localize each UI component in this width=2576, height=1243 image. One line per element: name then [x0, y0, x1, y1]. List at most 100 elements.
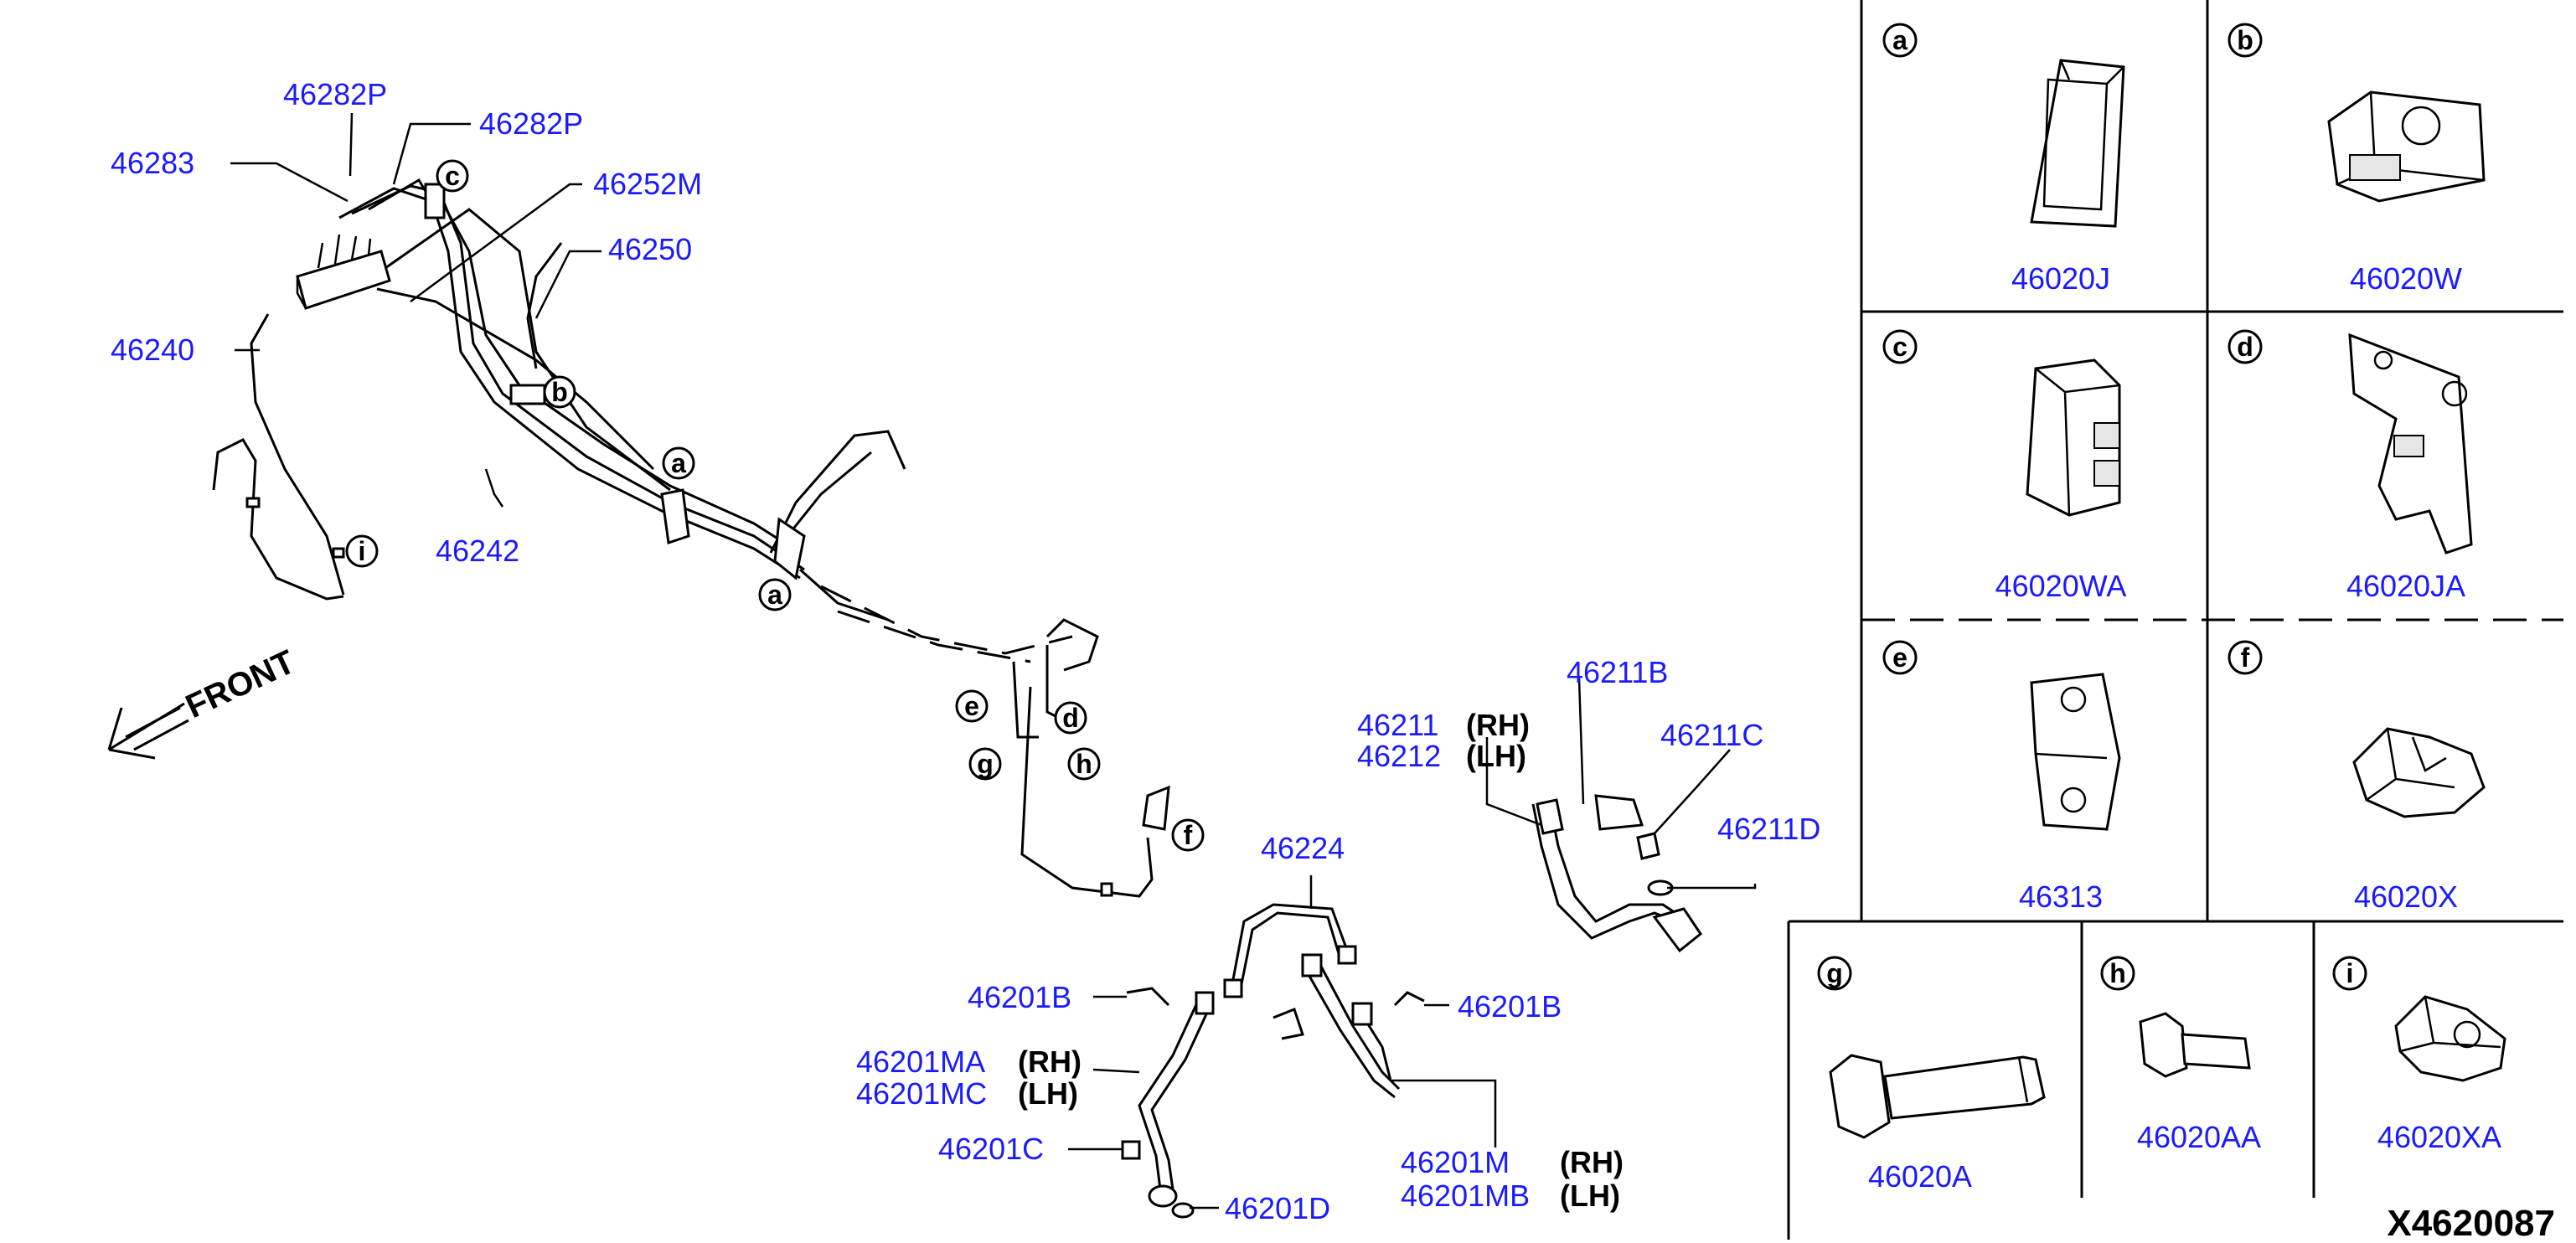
- detail-panel-c: c 46020WA: [1882, 329, 2127, 603]
- svg-text:c: c: [445, 161, 460, 191]
- callout-h-main: h: [1067, 747, 1101, 781]
- detail-panel-h: h 46020AA: [2100, 956, 2261, 1154]
- svg-text:g: g: [977, 749, 994, 779]
- label-46211C: 46211C: [1660, 718, 1763, 752]
- callout-i-main: i: [345, 534, 379, 568]
- callout-c-main: c: [436, 159, 469, 193]
- bolt-46020AA-shape: [2139, 1012, 2251, 1078]
- callout-c-badge: c: [1882, 329, 1918, 364]
- svg-text:e: e: [964, 691, 979, 721]
- label-46211D: 46211D: [1717, 812, 1820, 846]
- svg-text:g: g: [1826, 958, 1843, 988]
- detail-panel-d: d 46020JA: [2228, 329, 2473, 603]
- part-46020XA: 46020XA: [2377, 1120, 2501, 1154]
- label-46212-lh: (LH): [1466, 739, 1526, 773]
- label-46212: 46212: [1357, 739, 1441, 773]
- svg-text:i: i: [359, 536, 366, 566]
- detail-panel-f: f 46020X: [2228, 640, 2486, 914]
- label-46242: 46242: [436, 534, 519, 568]
- detail-panel-i: i 46020XA: [2332, 956, 2506, 1154]
- label-46201B-left: 46201B: [968, 980, 1071, 1014]
- bolt-46020A-shape: [1829, 1054, 2046, 1139]
- svg-text:d: d: [2237, 332, 2253, 362]
- rear-left-pipe: [212, 438, 345, 601]
- svg-text:i: i: [2346, 958, 2354, 988]
- label-46201MB: 46201MB: [1401, 1179, 1530, 1213]
- svg-text:b: b: [2237, 25, 2253, 55]
- front-pipe-group: [1012, 618, 1170, 898]
- detail-grid: [1787, 0, 2563, 1240]
- callout-e-main: e: [955, 689, 989, 723]
- callout-h-badge: h: [2100, 956, 2135, 991]
- bundle-clips: [424, 183, 806, 580]
- detail-panel-e: e 46313: [1882, 640, 2121, 914]
- label-46201M-rh: (RH): [1560, 1145, 1624, 1179]
- svg-text:b: b: [551, 377, 568, 407]
- main-callouts: c b a a i e d g h f: [345, 159, 1205, 852]
- junction-block: [296, 234, 391, 310]
- label-46282P-top: 46282P: [283, 77, 387, 111]
- label-46201MB-lh: (LH): [1560, 1179, 1620, 1213]
- callout-i-badge: i: [2332, 956, 2367, 991]
- label-46201C: 46201C: [938, 1132, 1044, 1166]
- svg-text:e: e: [1892, 642, 1907, 673]
- clip-46020XA-shape: [2394, 995, 2506, 1082]
- part-46313: 46313: [2019, 879, 2103, 914]
- callout-e-badge: e: [1882, 640, 1918, 675]
- label-46201MC: 46201MC: [856, 1076, 987, 1111]
- callout-a-main-1: a: [662, 446, 695, 480]
- label-46201D: 46201D: [1225, 1191, 1330, 1225]
- callout-d-main: d: [1054, 701, 1087, 735]
- label-46201M: 46201M: [1401, 1145, 1510, 1179]
- label-46211: 46211: [1357, 708, 1438, 742]
- callout-a-badge: a: [1882, 23, 1918, 58]
- callout-d-badge: d: [2228, 329, 2263, 364]
- part-46020WA: 46020WA: [1995, 569, 2127, 603]
- svg-text:a: a: [767, 580, 782, 610]
- clip-46020W-shape: [2327, 90, 2486, 203]
- part-46020X: 46020X: [2354, 879, 2458, 914]
- callout-f-badge: f: [2228, 640, 2263, 675]
- rear-brake-hose-46201M: [1301, 953, 1401, 1099]
- part-46020J: 46020J: [2011, 261, 2110, 296]
- svg-text:c: c: [1892, 332, 1907, 362]
- leader-lines: [230, 112, 1757, 1209]
- svg-text:a: a: [1892, 25, 1907, 55]
- clip-46020WA-shape: [2026, 358, 2121, 517]
- part-46020A: 46020A: [1868, 1159, 1972, 1194]
- front-label: FRONT: [180, 643, 300, 725]
- label-46201MA: 46201MA: [856, 1044, 985, 1079]
- bracket-46020JA-shape: [2348, 333, 2473, 554]
- callout-b-badge: b: [2228, 23, 2263, 58]
- label-46240: 46240: [111, 333, 194, 367]
- svg-text:a: a: [671, 448, 686, 478]
- clips-46201B: [1126, 987, 1425, 1040]
- part-46020W: 46020W: [2350, 261, 2462, 296]
- callout-g-badge: g: [1817, 956, 1852, 991]
- label-46211-rh: (RH): [1466, 708, 1530, 742]
- svg-text:h: h: [1076, 749, 1092, 779]
- svg-text:h: h: [2109, 958, 2126, 988]
- callout-b-main: b: [543, 375, 576, 409]
- clip-46020X-shape: [2352, 727, 2486, 818]
- label-46211B: 46211B: [1567, 655, 1668, 689]
- callout-a-main-2: a: [758, 578, 792, 611]
- label-46201MA-rh: (RH): [1018, 1044, 1082, 1079]
- detail-panel-b: b 46020W: [2228, 23, 2486, 296]
- detail-panel-a: a 46020J: [1882, 23, 2125, 296]
- label-46282P-right: 46282P: [479, 106, 583, 141]
- label-46224: 46224: [1261, 831, 1345, 865]
- svg-text:d: d: [1062, 703, 1079, 733]
- svg-text:f: f: [2241, 642, 2250, 673]
- label-46201B-right: 46201B: [1458, 989, 1562, 1024]
- part-46020JA: 46020JA: [2346, 569, 2465, 603]
- part-46020AA: 46020AA: [2137, 1120, 2261, 1154]
- rear-brake-hose-46224: [1223, 903, 1357, 998]
- rear-brake-hose-46201MA: [1121, 991, 1215, 1219]
- clamp-46313-shape: [2030, 673, 2121, 831]
- diagram-code: X4620087: [2387, 1203, 2555, 1243]
- label-46201MC-lh: (LH): [1018, 1076, 1078, 1111]
- label-46252M: 46252M: [593, 167, 702, 201]
- front-brake-hose-46211: [1531, 794, 1703, 953]
